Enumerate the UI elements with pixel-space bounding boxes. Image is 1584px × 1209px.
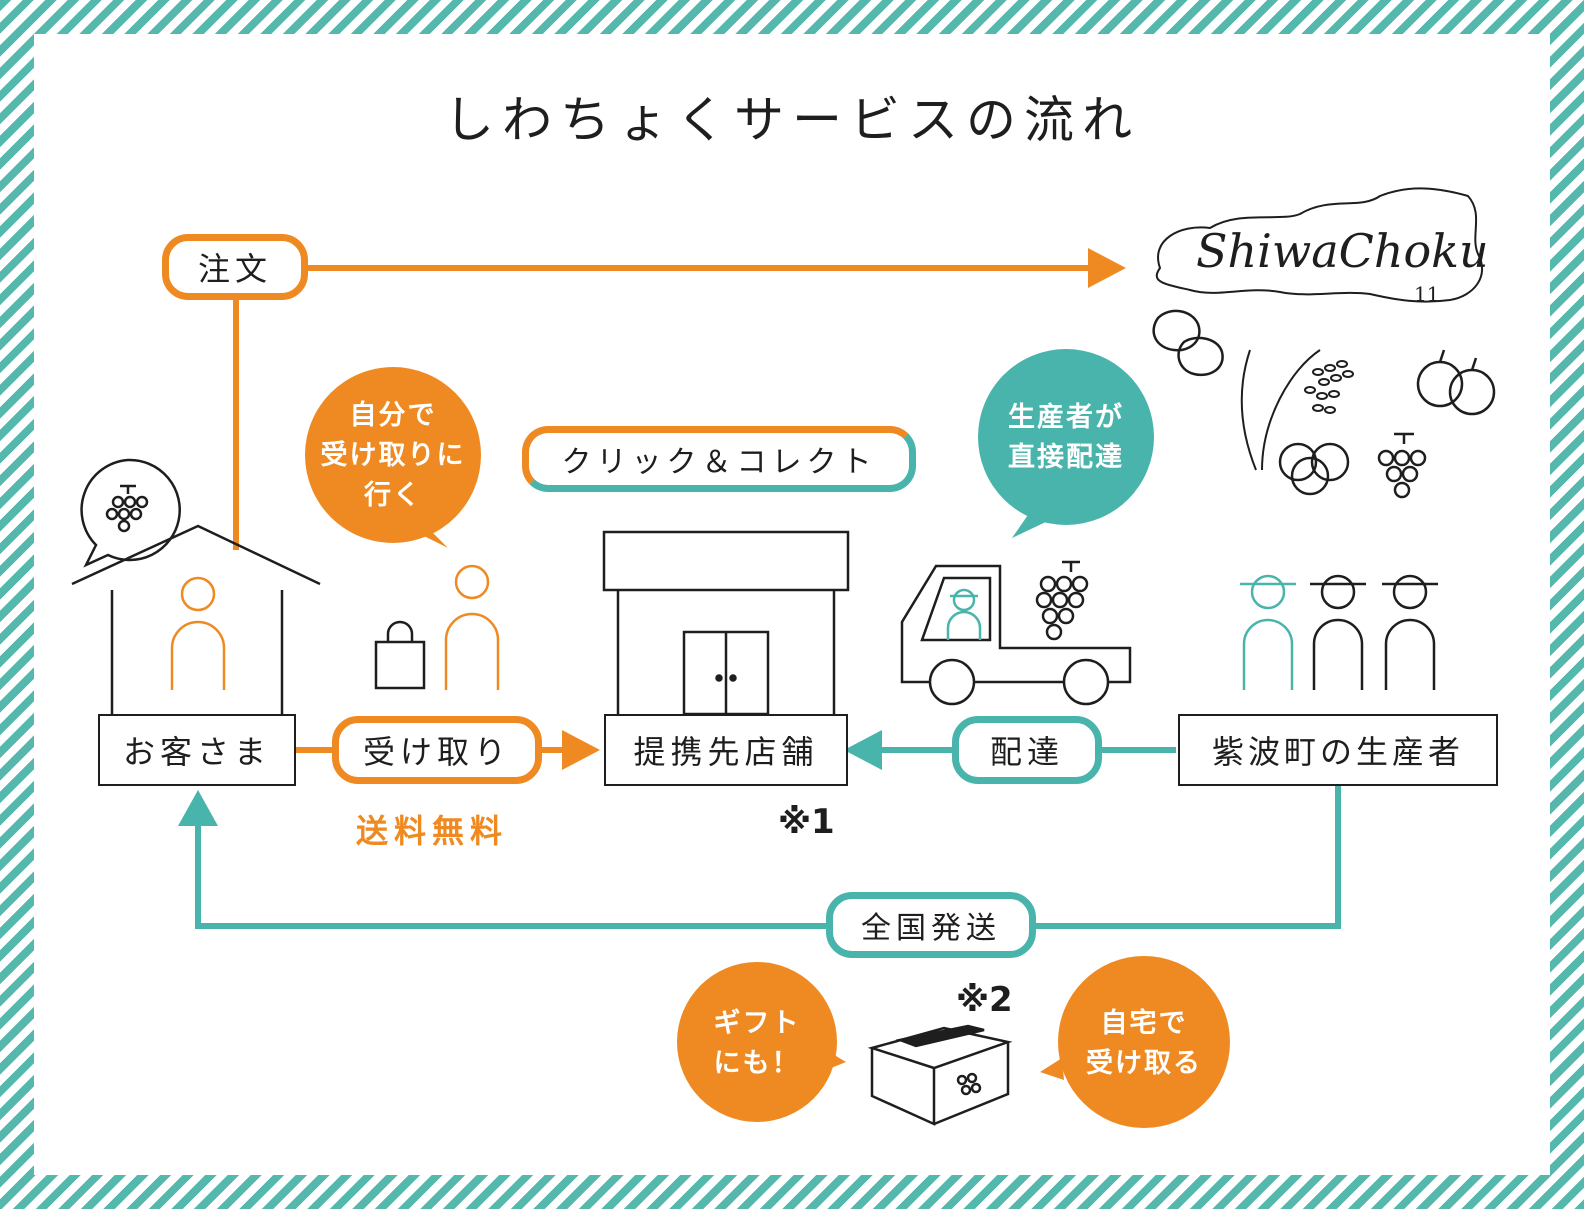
note-2: ※2 <box>956 980 1013 1020</box>
direct-delivery-line-2: 直接配達 <box>1008 442 1124 473</box>
grape-icon <box>1377 432 1427 499</box>
shopping-person-icon <box>374 564 500 690</box>
rice-icon <box>1240 349 1354 471</box>
nationwide-arrow <box>178 786 1341 929</box>
gift-line-1: ギフト <box>713 1008 801 1039</box>
order-arrow <box>233 248 1126 550</box>
logo-script: ShiwaChoku <box>1196 224 1489 278</box>
pickup-pill: 受け取り <box>332 716 542 784</box>
potato-icon <box>1152 309 1224 377</box>
partner-store-box: 提携先店舗 <box>604 714 848 786</box>
direct-delivery-bubble <box>978 349 1154 538</box>
customer-box: お客さま <box>98 714 296 786</box>
store-icon <box>602 530 850 716</box>
shiwachoku-logo <box>1155 187 1484 303</box>
self-pickup-line-1: 自分で <box>349 400 437 431</box>
page-title: しわちょくサービスの流れ <box>444 91 1140 149</box>
direct-delivery-text: 生産者が 直接配達 <box>978 398 1154 478</box>
home-receive-bubble <box>1040 956 1230 1128</box>
home-receive-text: 自宅で 受け取る <box>1058 1004 1230 1084</box>
self-pickup-line-3: 行く <box>364 480 422 511</box>
truck-icon <box>900 560 1132 706</box>
order-pill: 注文 <box>162 234 308 300</box>
producers-box: 紫波町の生産者 <box>1178 714 1498 786</box>
note-1: ※1 <box>778 802 835 842</box>
nationwide-pill: 全国発送 <box>826 892 1036 958</box>
delivery-pill: 配達 <box>952 716 1102 784</box>
self-pickup-line-2: 受け取りに <box>320 440 466 471</box>
box-icon <box>867 1024 1013 1126</box>
gift-bubble <box>677 962 846 1122</box>
farmer-icon <box>1240 574 1438 690</box>
logo-number: 11 <box>1414 282 1440 306</box>
direct-delivery-line-1: 生産者が <box>1008 402 1124 433</box>
gift-text: ギフト にも！ <box>677 1004 837 1084</box>
self-pickup-text: 自分で 受け取りに 行く <box>305 396 481 516</box>
click-collect-pill: クリック＆コレクト <box>522 426 916 492</box>
home-receive-line-1: 自宅で <box>1100 1008 1188 1039</box>
house-icon <box>71 524 321 714</box>
person-icon <box>170 576 226 690</box>
grape-icon <box>1035 560 1089 641</box>
free-shipping-label: 送料無料 <box>356 812 509 850</box>
gift-line-2: にも！ <box>713 1048 801 1079</box>
shopping-bag-icon <box>374 620 426 690</box>
self-pickup-bubble <box>305 367 481 548</box>
tomato-icon <box>1278 442 1350 496</box>
grape-speech-icon <box>80 458 181 568</box>
home-receive-line-2: 受け取る <box>1086 1048 1202 1079</box>
apple-icon <box>1416 349 1496 416</box>
